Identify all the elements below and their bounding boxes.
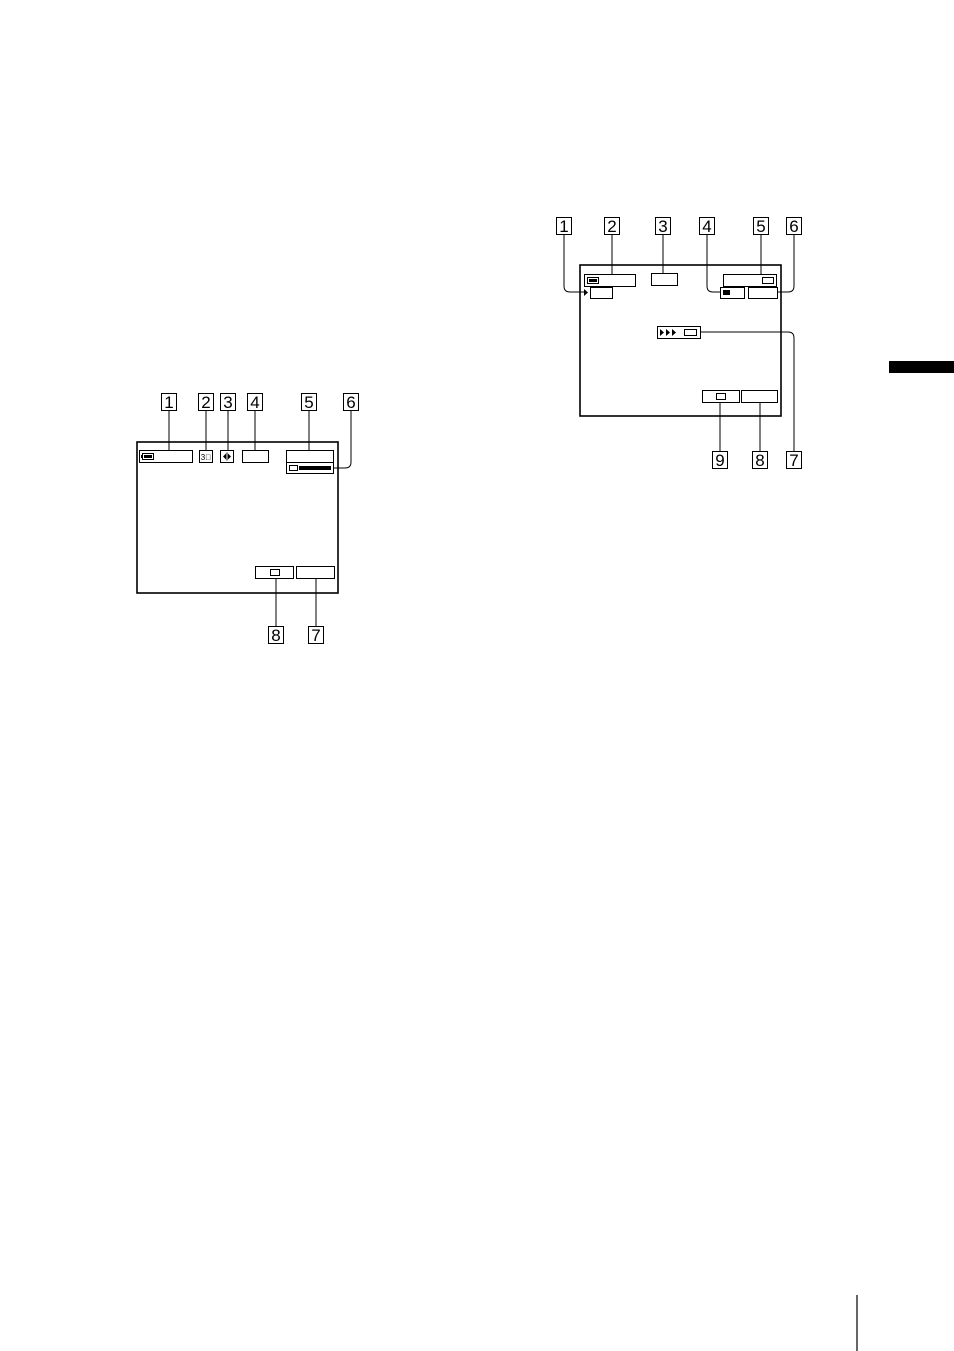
left-callout-1: 1 [164, 393, 173, 412]
right-diagram [557, 218, 802, 469]
search-arrows-icon [660, 329, 676, 336]
right-callout-1: 1 [559, 217, 568, 236]
right-item8-box [742, 391, 778, 403]
left-callout-6: 6 [346, 393, 355, 412]
cassette-icon [763, 278, 774, 284]
mode-icon: 3⃞ [201, 453, 211, 462]
left-callout-labels: 1 2 3 4 5 6 8 7 [164, 393, 355, 645]
left-diagram: 3⃞ [137, 394, 359, 644]
right-callout-5: 5 [756, 217, 765, 236]
right-item5-box [724, 275, 777, 287]
left-callout-3: 3 [223, 393, 232, 412]
right-callout-labels: 1 2 3 4 5 6 9 8 7 [559, 217, 798, 470]
left-screen-frame [137, 442, 338, 593]
right-callout-2: 2 [607, 217, 616, 236]
tape-icon [290, 466, 298, 471]
left-item7-box [297, 567, 335, 579]
left-callout-7: 7 [311, 626, 320, 645]
right-callout-9: 9 [715, 451, 724, 470]
right-item9-box [703, 391, 740, 403]
left-tape-counter-box [256, 567, 294, 579]
tape-remaining-bar [299, 466, 331, 470]
right-item1-box [591, 288, 613, 299]
play-triangle-icon [584, 289, 588, 296]
left-callout-4: 4 [250, 393, 259, 412]
left-callout-2: 2 [201, 393, 210, 412]
right-callout-8: 8 [755, 451, 764, 470]
left-item4-box [243, 451, 269, 463]
right-item6-box [749, 288, 778, 299]
left-item5-box [287, 451, 334, 463]
right-item3-box [652, 274, 678, 286]
right-callout-6: 6 [789, 217, 798, 236]
tape-counter-icon [271, 570, 280, 576]
left-callout-8: 8 [271, 626, 280, 645]
memory-icon [717, 394, 726, 400]
record-icon [723, 290, 730, 295]
right-callout-3: 3 [658, 217, 667, 236]
right-callout-4: 4 [702, 217, 711, 236]
left-callout-5: 5 [304, 393, 313, 412]
section-tab [889, 361, 954, 373]
right-callout-7: 7 [789, 451, 798, 470]
